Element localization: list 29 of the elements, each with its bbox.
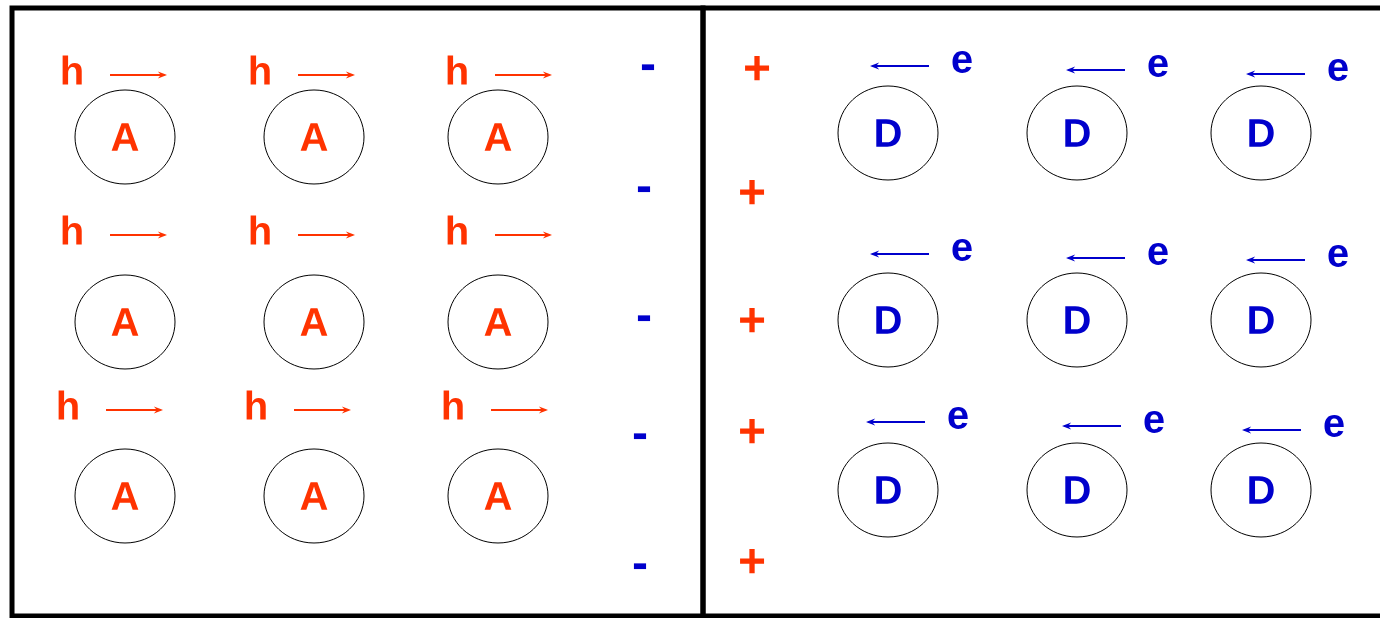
charge-letter: e (1324, 415, 1344, 437)
charge-letter: e (1328, 245, 1348, 267)
charge-letter: e (952, 239, 972, 261)
charge-sign: - (641, 64, 655, 71)
charge-letter: h (443, 390, 463, 420)
charge-letter: e (948, 407, 968, 429)
charge-letter: h (250, 55, 270, 85)
charge-letter: e (1144, 411, 1164, 433)
charge-sign: + (745, 55, 770, 81)
charge-letter: e (1328, 59, 1348, 81)
charge-sign: - (637, 186, 651, 193)
charge-letter: e (1148, 243, 1168, 265)
charge-letter: e (1148, 55, 1168, 77)
charge-sign: + (740, 418, 765, 444)
charge-letter: h (62, 55, 82, 85)
charge-letter: h (62, 215, 82, 245)
panel-box (700, 5, 1380, 618)
charge-sign: + (740, 179, 765, 205)
charge-sign: - (637, 315, 651, 322)
charge-letter: h (246, 390, 266, 420)
charge-sign: + (740, 548, 765, 574)
charge-letter: h (447, 55, 467, 85)
charge-letter: h (58, 390, 78, 420)
charge-sign: - (633, 433, 647, 440)
charge-letter: h (447, 215, 467, 245)
charge-sign: - (633, 563, 647, 570)
charge-letter: e (952, 51, 972, 73)
charge-letter: h (250, 215, 270, 245)
charge-sign: + (740, 307, 765, 333)
